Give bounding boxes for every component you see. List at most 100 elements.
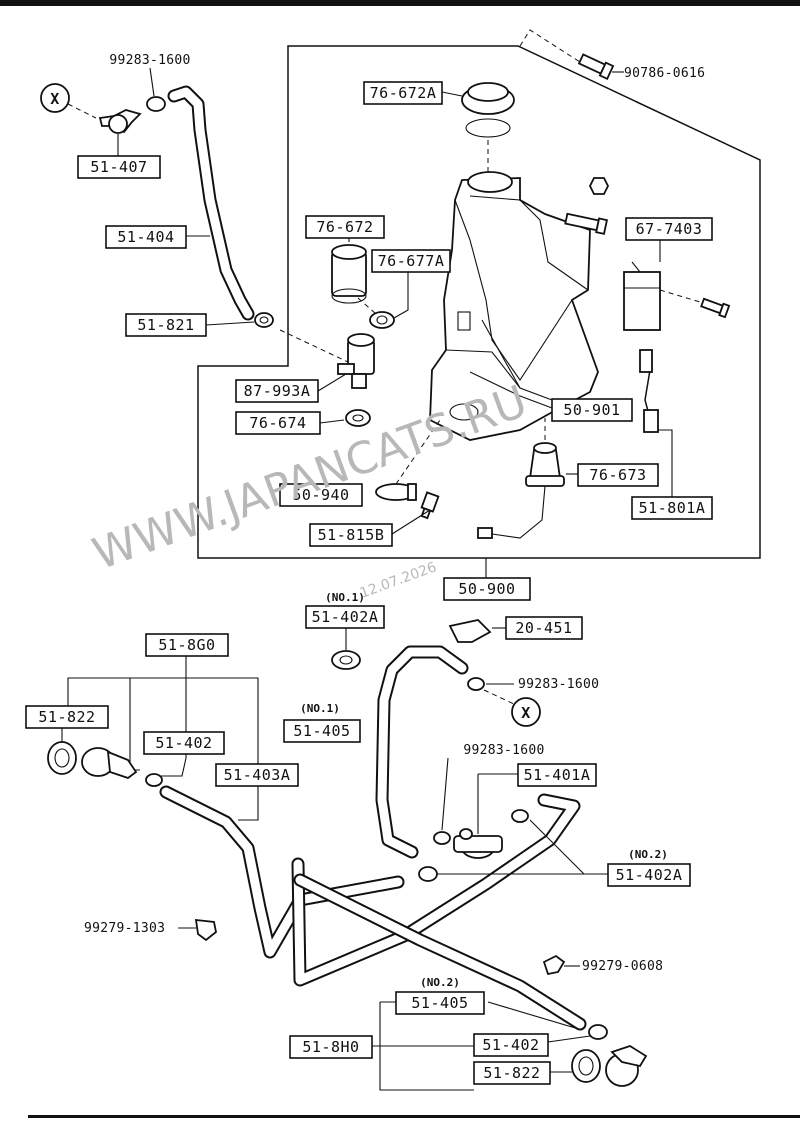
label-no2-bottom: (NO.2) (420, 976, 460, 989)
leader-76-677A (393, 272, 409, 319)
label-51-402A-top: 51-402A (305, 605, 385, 629)
svg-text:51-402: 51-402 (482, 1036, 539, 1054)
nozzle-seal-51-822-bottom (571, 1049, 601, 1083)
svg-text:76-677A: 76-677A (378, 252, 445, 270)
label-51-401A: 51-401A (517, 763, 597, 787)
hose-clamp-top (146, 96, 166, 112)
label-51-821: 51-821 (125, 313, 207, 337)
leader-51-801A (658, 429, 673, 497)
check-valve-51-401A (453, 828, 503, 859)
cover-20-451 (448, 619, 492, 643)
washer-hose-51-404-inner (169, 87, 253, 319)
label-51-404: 51-404 (105, 225, 187, 249)
gear-dashed-guide (357, 297, 377, 315)
washer-pump (337, 333, 375, 389)
clip-99279-1303 (194, 918, 217, 942)
washer-nozzle-left (81, 747, 138, 780)
leader-51-8H0 (372, 1001, 583, 1091)
hose-clamp-51-402A-no2-b (511, 809, 529, 823)
clip-99279-0608 (542, 954, 566, 976)
label-99283-1600-mid: 99283-1600 (518, 677, 599, 692)
bottom-frame-bar (28, 1115, 800, 1118)
label-87-993A: 87-993A (235, 379, 319, 403)
svg-text:51-815B: 51-815B (318, 526, 385, 544)
label-50-901: 50-901 (551, 398, 633, 422)
leader-99283-top (149, 67, 155, 97)
level-sensor-wire (639, 349, 659, 433)
washer-nozzle-right (605, 1045, 648, 1087)
x-connector-mark-mid: X (511, 697, 541, 727)
label-50-900: 50-900 (443, 577, 531, 601)
nozzle-seal-51-822-top (47, 741, 77, 775)
leader-76-672A (441, 91, 463, 97)
pump-dashed-guide (279, 329, 349, 363)
label-99279-1303: 99279-1303 (84, 921, 165, 936)
svg-text:51-8H0: 51-8H0 (302, 1038, 359, 1056)
svg-text:51-402: 51-402 (155, 734, 212, 752)
svg-text:20-451: 20-451 (515, 619, 572, 637)
svg-text:51-405: 51-405 (411, 994, 468, 1012)
label-no1-top: (NO.1) (325, 591, 365, 604)
washer-motor (331, 236, 367, 304)
reservoir-tank (429, 171, 599, 441)
svg-text:87-993A: 87-993A (244, 382, 311, 400)
label-90786-0616: 90786-0616 (624, 66, 705, 81)
label-51-402A-right: 51-402A (607, 863, 691, 887)
label-no1-mid: (NO.1) (300, 702, 340, 715)
hose-clamp-51-402-left (145, 773, 163, 787)
relay-dashed-guide (659, 289, 701, 303)
svg-text:51-801A: 51-801A (639, 499, 706, 517)
label-99279-0608: 99279-0608 (582, 959, 663, 974)
reservoir-assembly-outline (197, 45, 761, 559)
label-99283-1600-low: 99283-1600 (463, 743, 544, 758)
label-51-402-bottom: 51-402 (473, 1033, 549, 1057)
x-dashed-guide (67, 103, 97, 119)
leader-87-993A (317, 373, 347, 392)
svg-text:51-404: 51-404 (117, 228, 174, 246)
bolt-part (577, 53, 615, 80)
leader-51-815B (391, 509, 431, 535)
svg-text:51-401A: 51-401A (524, 766, 591, 784)
svg-text:51-402A: 51-402A (616, 866, 683, 884)
hose-clamp-99283-low (433, 831, 451, 845)
label-51-403A: 51-403A (215, 763, 299, 787)
hose-51-405-no2-inner (295, 875, 585, 1029)
label-51-8H0: 51-8H0 (289, 1035, 373, 1059)
label-51-407: 51-407 (77, 155, 161, 179)
hose-clip-51-821 (254, 312, 274, 328)
svg-text:51-402A: 51-402A (312, 608, 379, 626)
relay-bolt (700, 297, 731, 319)
tank-bracket-bolt (564, 212, 608, 235)
label-51-8G0: 51-8G0 (145, 633, 229, 657)
label-51-405-top: 51-405 (283, 719, 361, 743)
hose-clamp-99283-mid (467, 677, 485, 691)
svg-text:51-403A: 51-403A (224, 766, 291, 784)
level-sensor (477, 442, 565, 539)
label-99283-1600-top: 99283-1600 (109, 53, 190, 68)
svg-text:76-672A: 76-672A (370, 84, 437, 102)
bolt-dashed-guide (519, 29, 581, 63)
hose-clamp-51-402A-no2-a (418, 866, 438, 882)
svg-text:76-674: 76-674 (249, 414, 306, 432)
hose-crossover-inner (293, 795, 579, 985)
svg-text:50-940: 50-940 (292, 486, 349, 504)
watermark-date: 12.07.2026 (358, 559, 439, 601)
leader-51-402A-right (436, 819, 608, 875)
label-76-672: 76-672 (305, 215, 385, 239)
grommet-part (345, 409, 371, 427)
label-51-801A: 51-801A (631, 496, 713, 520)
x-dashed-guide-mid (483, 689, 515, 705)
svg-text:51-821: 51-821 (137, 316, 194, 334)
label-51-405-bottom: 51-405 (395, 991, 485, 1015)
y-joint-connector (98, 109, 142, 134)
x-connector-mark-top: X (40, 83, 70, 113)
label-67-7403: 67-7403 (625, 217, 713, 241)
label-50-940: 50-940 (279, 483, 363, 507)
label-20-451: 20-451 (505, 616, 583, 640)
motor-gear (369, 311, 395, 329)
svg-text:51-8G0: 51-8G0 (158, 636, 215, 654)
reservoir-cap (461, 82, 515, 138)
label-no2-right: (NO.2) (628, 848, 668, 861)
svg-text:51-407: 51-407 (90, 158, 147, 176)
